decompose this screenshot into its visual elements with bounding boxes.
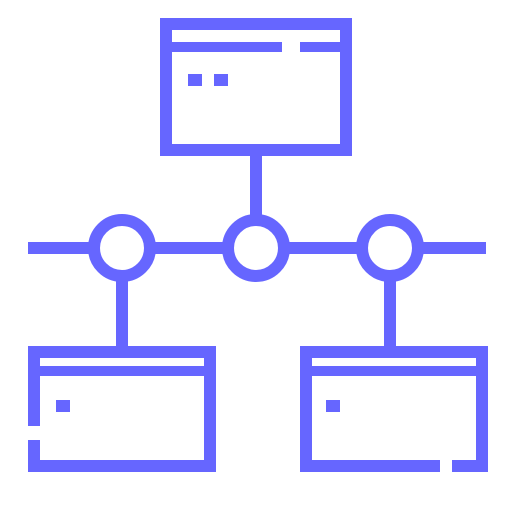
top-connector-line — [250, 150, 262, 220]
bottom-right-window-icon — [300, 346, 488, 472]
top-window-pixel-2 — [214, 74, 228, 86]
top-window-pixel-1 — [188, 74, 202, 86]
bl-titlebar — [40, 366, 204, 376]
top-window-icon — [160, 18, 352, 156]
bl-top-border — [28, 346, 216, 358]
br-bottom-border-left — [300, 460, 440, 472]
top-window-frame — [160, 18, 352, 156]
bl-left-border-lower — [28, 440, 40, 472]
right-connector-line — [384, 276, 396, 346]
bus-line-mid-right-segment — [288, 242, 360, 254]
top-window-titlebar-left — [172, 42, 282, 52]
left-junction-node-icon — [88, 214, 156, 282]
right-junction-node-icon — [356, 214, 424, 282]
top-window-titlebar-right — [300, 42, 340, 52]
bus-line-mid-left-segment — [152, 242, 224, 254]
center-junction-node-icon — [222, 214, 290, 282]
br-bottom-border-right — [452, 460, 488, 472]
br-titlebar — [312, 366, 476, 376]
bottom-left-window-icon — [28, 346, 216, 472]
br-right-border — [476, 346, 488, 472]
bl-right-border — [204, 346, 216, 472]
br-top-border — [300, 346, 488, 358]
bl-pixel — [56, 400, 70, 412]
bl-left-border-upper — [28, 346, 40, 426]
br-pixel — [326, 400, 340, 412]
br-left-border — [300, 346, 312, 472]
bus-line-right-segment — [422, 242, 486, 254]
bus-line-left-segment — [28, 242, 92, 254]
bl-bottom-border — [28, 460, 216, 472]
left-connector-line — [116, 276, 128, 346]
